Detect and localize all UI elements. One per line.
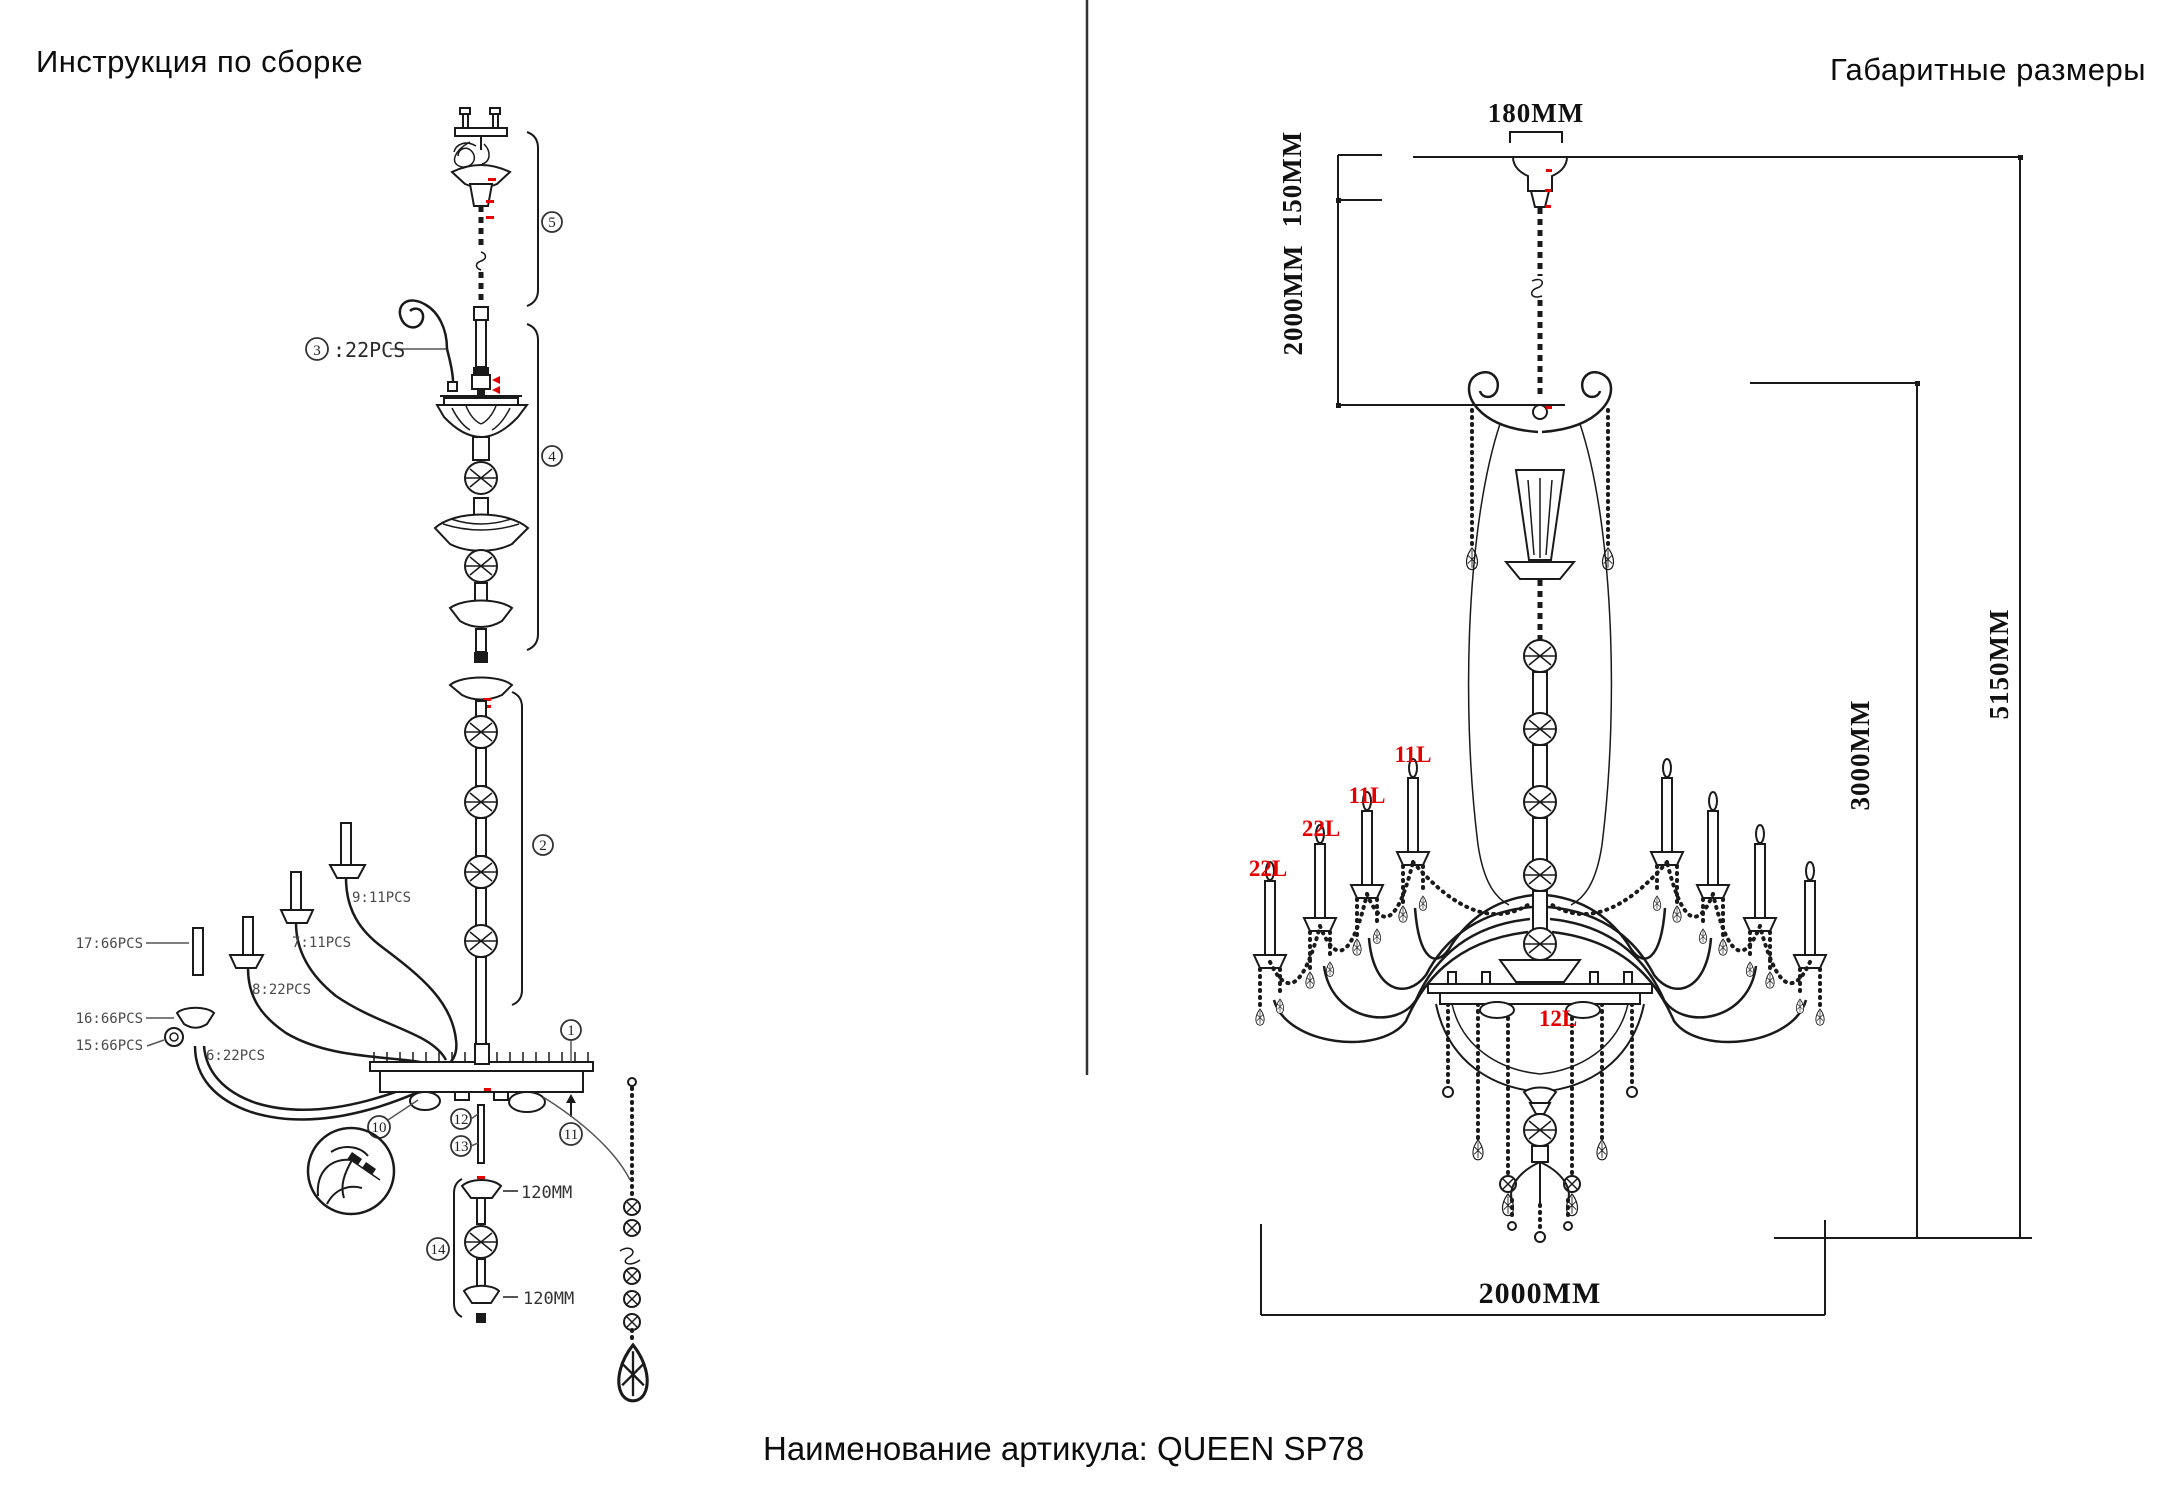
ring-and-bowl: [1427, 971, 1653, 1243]
callout-10-number: 10: [372, 1120, 387, 1136]
callout-12-number: 12: [454, 1112, 469, 1128]
dim-total-height: 5150MM: [1984, 609, 2014, 720]
segment-length-bottom: 120MM: [523, 1289, 574, 1309]
canopy-width-bracket: [1509, 131, 1563, 143]
dim-left-group: [1336, 154, 1565, 408]
callout-11-number: 11: [564, 1127, 578, 1143]
part7-label: 7:11PCS: [292, 935, 351, 951]
dim-fixture-width: 2000MM: [1479, 1277, 1602, 1310]
page-title-assembly: Инструкция по сборке: [36, 44, 364, 79]
arm-part9: [328, 822, 458, 1068]
light-count-tier3: 22L: [1302, 816, 1340, 841]
ring-part15: [146, 1027, 184, 1047]
chandelier-left-half: [1254, 371, 1539, 1217]
part8-label: 8:22PCS: [252, 982, 311, 998]
callout-4: [541, 445, 563, 467]
pin-part11: [566, 1094, 576, 1117]
candle-sleeve-part17: [146, 927, 204, 976]
assembly-diagram: 5 4: [76, 107, 649, 1403]
canopy-exploded: [450, 164, 512, 219]
dim-fixture-height: 3000MM: [1845, 700, 1875, 811]
chandelier-right-half: [1542, 372, 1826, 1215]
callout-14: [426, 1237, 450, 1261]
hand-inset: [306, 1126, 396, 1216]
bracket-2: [511, 691, 523, 1006]
callout-3-number: 3: [313, 343, 321, 359]
dim-canopy-width: 180MM: [1488, 98, 1584, 128]
center-column-section2: [448, 676, 514, 1049]
suspension-hook: [453, 136, 490, 168]
crystal-strand: [542, 1077, 649, 1403]
dim-bottom-group: [1260, 1220, 1826, 1316]
scroll-arm-part3: [390, 299, 458, 392]
central-column: [1498, 404, 1582, 983]
article-caption: Наименование артикула: QUEEN SP78: [763, 1430, 1365, 1467]
dimension-diagram: 180MM 150MM 2000MM: [1249, 98, 2032, 1316]
bracket-5: [526, 131, 539, 307]
chain-break: [1530, 278, 1544, 298]
callout-14-number: 14: [431, 1242, 447, 1258]
mounting-bracket: [454, 107, 508, 137]
dim-ceiling-drop: 150MM: [1277, 131, 1307, 227]
light-count-tier2: 11L: [1348, 783, 1385, 808]
callout-2-number: 2: [539, 838, 547, 854]
bobeche-part16: [146, 1006, 216, 1029]
arm-part7: [279, 871, 448, 1061]
callout-1-number: 1: [567, 1023, 575, 1039]
part6-label: 6:22PCS: [206, 1048, 265, 1064]
hub-plate: [369, 1043, 594, 1164]
page-title-dimensions: Габаритные размеры: [1829, 52, 2146, 87]
callout-13-number: 13: [454, 1139, 469, 1155]
canopy: [1511, 156, 1569, 208]
light-count-tier4: 22L: [1249, 856, 1287, 881]
part16-label: 16:66PCS: [76, 1011, 143, 1027]
dim-right-group: [1750, 155, 2032, 1239]
part15-label: 15:66PCS: [76, 1038, 143, 1054]
middle-dishes: [433, 497, 530, 663]
bracket-14: [453, 1178, 463, 1318]
dim-chain-length: 2000MM: [1278, 245, 1308, 356]
callout-11: [559, 1122, 583, 1146]
baluster-part14: [460, 1176, 518, 1323]
bracket-4: [526, 323, 539, 651]
segment-length-top: 120MM: [521, 1183, 572, 1203]
callout-4-number: 4: [548, 449, 556, 465]
s-hook: [475, 251, 487, 271]
light-count-tier1: 11L: [1394, 742, 1431, 767]
callout-5: [541, 211, 563, 233]
part3-count-label: :22PCS: [333, 338, 405, 362]
callout-5-number: 5: [548, 215, 556, 231]
callout-3: [305, 337, 329, 361]
callout-2: [532, 834, 554, 856]
threaded-connector: [471, 306, 500, 398]
part17-label: 17:66PCS: [76, 936, 143, 952]
part9-label: 9:11PCS: [352, 890, 411, 906]
light-count-bowl: 12L: [1539, 1006, 1577, 1031]
top-plate-crown: [435, 395, 529, 495]
